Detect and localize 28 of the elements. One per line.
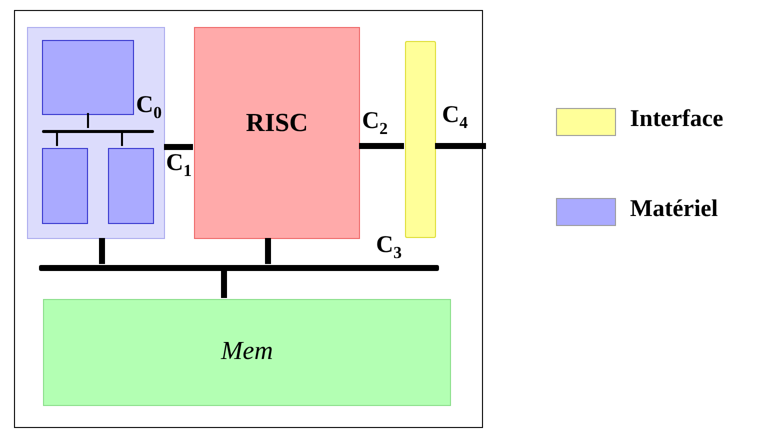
edge-label: C$_{4}$ [442,102,468,133]
memory-label: Mem [220,336,274,366]
bus-label: C$_{3}$ [376,232,402,263]
hardware-block [42,148,88,224]
hardware-group [27,27,165,239]
bus-connector [435,143,486,149]
bus-bar [39,265,439,271]
bus-connector [99,238,105,264]
bus-bar [42,130,154,133]
outer-frame [14,10,483,428]
bus-connector [221,270,227,298]
bus-label: C$_{0}$ [136,92,162,123]
processor-box [194,27,360,239]
bus-connector [359,143,404,149]
connector-line [56,131,58,146]
bus-connector [265,238,271,264]
connector-line [87,113,89,128]
connector-line [121,131,123,146]
bus-connector [164,144,193,150]
edge-label: C$_{1}$ [166,150,192,181]
legend-label: Interface [630,106,724,133]
hardware-block [42,40,134,115]
hardware-block [108,148,154,224]
processor-label: RISC [244,108,310,138]
interface-bar [405,41,436,238]
memory-box [43,299,451,406]
edge-label: C$_{2}$ [362,108,388,139]
legend-label: Matériel [630,196,718,223]
